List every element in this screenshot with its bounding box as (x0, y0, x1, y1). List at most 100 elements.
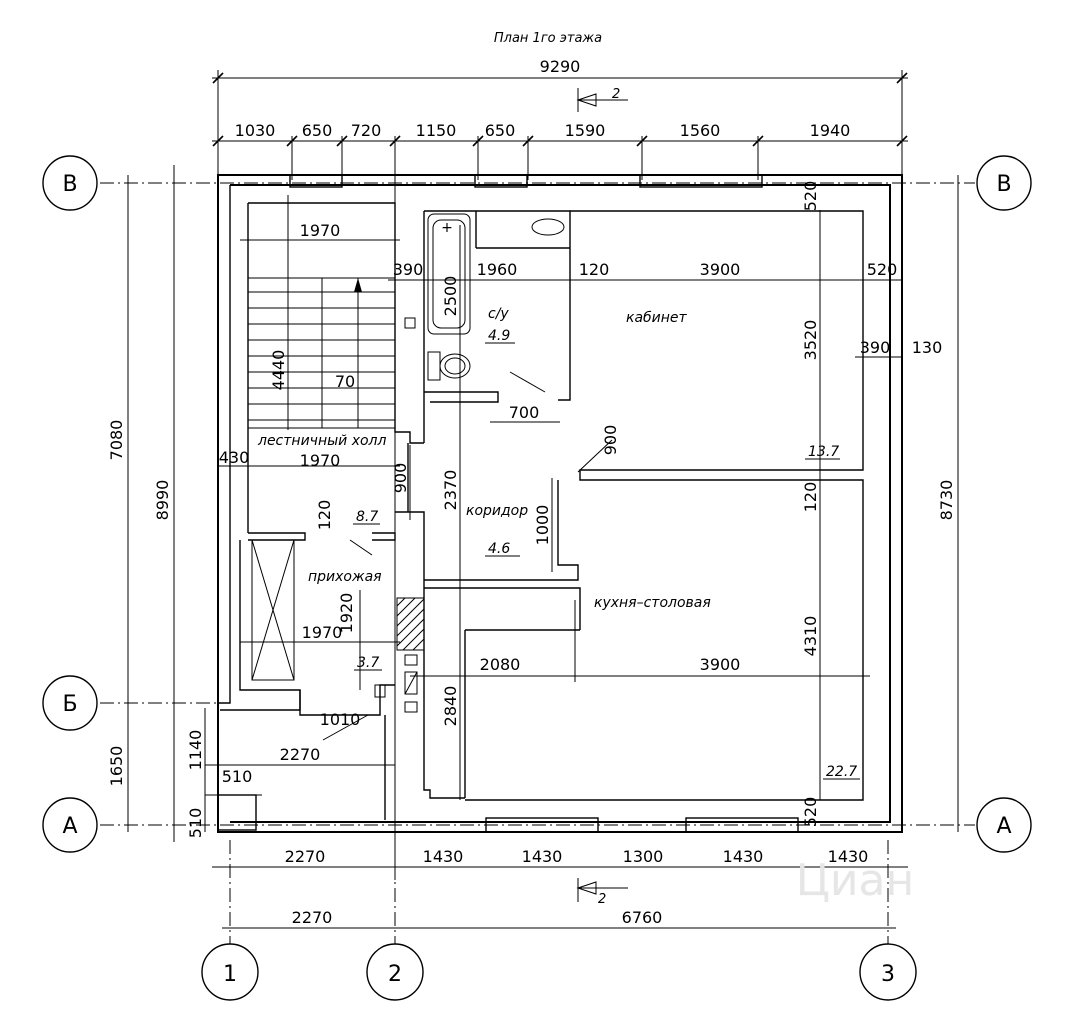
inner-dimension-lines (204, 150, 902, 880)
svg-text:2840: 2840 (441, 686, 460, 727)
svg-text:Б: Б (62, 692, 77, 717)
svg-text:В: В (996, 172, 1011, 197)
svg-text:120: 120 (801, 482, 820, 513)
room-stair-hall-area: 8.7 (356, 509, 378, 525)
axis-marker-row-b: Б (42, 675, 98, 731)
room-hallway-area: 3.7 (357, 655, 379, 671)
svg-text:120: 120 (315, 500, 334, 531)
svg-text:1430: 1430 (828, 847, 869, 866)
svg-text:В: В (62, 172, 77, 197)
svg-text:1970: 1970 (300, 451, 341, 470)
svg-text:7080: 7080 (107, 420, 126, 461)
room-kitchen-area: 22.7 (826, 764, 857, 780)
svg-text:390: 390 (860, 338, 891, 357)
svg-text:900: 900 (601, 425, 620, 456)
svg-text:+: + (441, 220, 453, 236)
room-labels: с/у 4.9 кабинет 13.7 лестничный холл 8.7… (257, 306, 860, 780)
svg-text:720: 720 (351, 121, 382, 140)
dim-right: 8730 (937, 175, 959, 832)
room-office-name: кабинет (626, 310, 688, 326)
staircase (247, 277, 396, 681)
room-kitchen-name: кухня–столовая (594, 595, 711, 611)
axis-marker-row-a: А А (42, 797, 1032, 853)
room-corridor-area: 4.6 (488, 541, 510, 557)
svg-text:520: 520 (801, 181, 820, 212)
svg-text:120: 120 (579, 260, 610, 279)
svg-text:1960: 1960 (477, 260, 518, 279)
svg-text:2370: 2370 (441, 470, 460, 511)
svg-text:1300: 1300 (623, 847, 664, 866)
svg-text:1940: 1940 (810, 121, 851, 140)
svg-text:1590: 1590 (565, 121, 606, 140)
svg-text:А: А (996, 814, 1011, 839)
svg-text:430: 430 (219, 448, 250, 467)
room-office-area: 13.7 (808, 444, 839, 460)
room-bath-area: 4.9 (488, 328, 510, 344)
dim-left: 7080 1650 8990 (107, 165, 175, 842)
door-swings (322, 371, 613, 741)
svg-text:130: 130 (912, 338, 943, 357)
svg-text:1010: 1010 (320, 710, 361, 729)
svg-text:70: 70 (335, 372, 355, 391)
svg-text:8730: 8730 (937, 480, 956, 521)
svg-text:2270: 2270 (292, 908, 333, 927)
svg-text:3900: 3900 (700, 655, 741, 674)
svg-text:1650: 1650 (107, 746, 126, 787)
svg-text:3: 3 (881, 962, 895, 987)
section-mark-top: 2 (576, 87, 628, 112)
room-bath-name: с/у (488, 306, 509, 322)
svg-text:700: 700 (509, 403, 540, 422)
plan-title: План 1го этажа (494, 31, 602, 46)
svg-text:9290: 9290 (540, 57, 581, 76)
svg-text:900: 900 (391, 463, 410, 494)
svg-text:1430: 1430 (522, 847, 563, 866)
svg-text:1970: 1970 (302, 623, 343, 642)
svg-text:520: 520 (801, 797, 820, 828)
svg-text:510: 510 (186, 808, 205, 839)
toilet (427, 351, 471, 381)
svg-text:2270: 2270 (280, 745, 321, 764)
svg-text:6760: 6760 (622, 908, 663, 927)
axis-lines (100, 182, 975, 945)
room-corridor-name: коридор (466, 503, 528, 519)
svg-text:520: 520 (867, 260, 898, 279)
svg-text:1: 1 (223, 962, 237, 987)
svg-text:1000: 1000 (533, 505, 552, 546)
svg-text:2: 2 (388, 962, 402, 987)
svg-text:3900: 3900 (700, 260, 741, 279)
svg-text:390: 390 (393, 260, 424, 279)
dim-overall-width: 9290 (212, 57, 908, 180)
section-mark-bottom: 2 (576, 878, 628, 907)
bathtub: + (427, 213, 471, 335)
sink (531, 218, 565, 236)
axis-marker-row-v: В В (42, 155, 1032, 211)
dim-bottom-chain-1: 2270 1430 1430 1300 1430 1430 (212, 847, 908, 868)
svg-text:1920: 1920 (337, 593, 356, 634)
svg-text:1430: 1430 (723, 847, 764, 866)
dim-top-chain: 1030 650 720 1150 650 1590 1560 1940 (212, 121, 908, 180)
interior-walls (217, 202, 864, 831)
axis-markers-cols: 1 2 3 (201, 943, 917, 1001)
svg-text:1970: 1970 (300, 221, 341, 240)
inner-dimension-labels: 1970 4440 70 1970 1970 390 1960 120 3900… (186, 181, 942, 839)
vent-blocks (374, 317, 425, 713)
svg-text:1030: 1030 (235, 121, 276, 140)
dim-bottom-chain-2: 2270 6760 (222, 908, 896, 929)
svg-text:1560: 1560 (680, 121, 721, 140)
windows (289, 174, 799, 833)
svg-text:4310: 4310 (801, 616, 820, 657)
svg-text:1430: 1430 (423, 847, 464, 866)
svg-text:2: 2 (612, 87, 620, 102)
svg-text:3520: 3520 (801, 320, 820, 361)
room-stair-hall-name: лестничный холл (257, 433, 386, 449)
svg-text:А: А (62, 814, 77, 839)
svg-text:2: 2 (598, 892, 606, 907)
svg-text:650: 650 (302, 121, 333, 140)
svg-text:1140: 1140 (186, 730, 205, 771)
svg-text:1150: 1150 (416, 121, 457, 140)
svg-text:4440: 4440 (269, 350, 288, 391)
watermark: Циан (796, 855, 915, 906)
svg-text:2270: 2270 (285, 847, 326, 866)
svg-text:2080: 2080 (480, 655, 521, 674)
room-hallway-name: прихожая (308, 569, 382, 585)
